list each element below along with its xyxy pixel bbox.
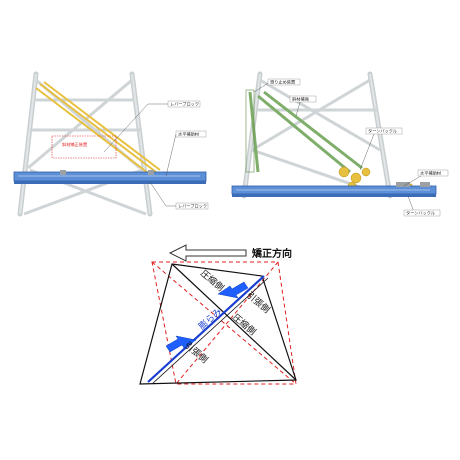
turnbuckle-lower-label: ターンバックル <box>406 210 435 217</box>
bulging-member <box>147 275 265 383</box>
lever-block-lower-label: レバーブロック <box>178 203 207 210</box>
lever-block-upper-label: レバーブロック <box>170 101 199 108</box>
left-tower-illustration: 斜材矯正装置 レバーブロック 水平補助材 レバーブロック <box>13 71 209 217</box>
direction-arrow-icon <box>168 244 247 262</box>
correction-device-label: 斜材矯正装置 <box>62 141 87 148</box>
horizontal-support-left-label: 水平補助材 <box>178 131 199 138</box>
arrow-upper-icon <box>217 281 249 299</box>
horizontal-support-right-label: 水平補助材 <box>420 170 441 177</box>
direction-label: 矯正方向 <box>251 247 292 260</box>
right-tower-illustration: 滑り止め装置 斜材補強 ターンバックル 水平補助材 ターンバックル <box>231 71 449 217</box>
force-diagram: 矯正方向 圧縮側 引張側 膨らみ 圧縮側 引張側 <box>139 244 297 385</box>
compression-side-lower-label: 圧縮側 <box>230 311 258 338</box>
correction-member-label: 斜材補強 <box>292 96 310 103</box>
turnbuckle-upper-label: ターンバックル <box>368 128 397 135</box>
tension-side-upper-label: 引張側 <box>244 289 272 316</box>
reference-outline <box>151 261 297 385</box>
slip-prevention-label: 滑り止め装置 <box>270 79 295 86</box>
arrow-lower-icon <box>165 335 197 353</box>
